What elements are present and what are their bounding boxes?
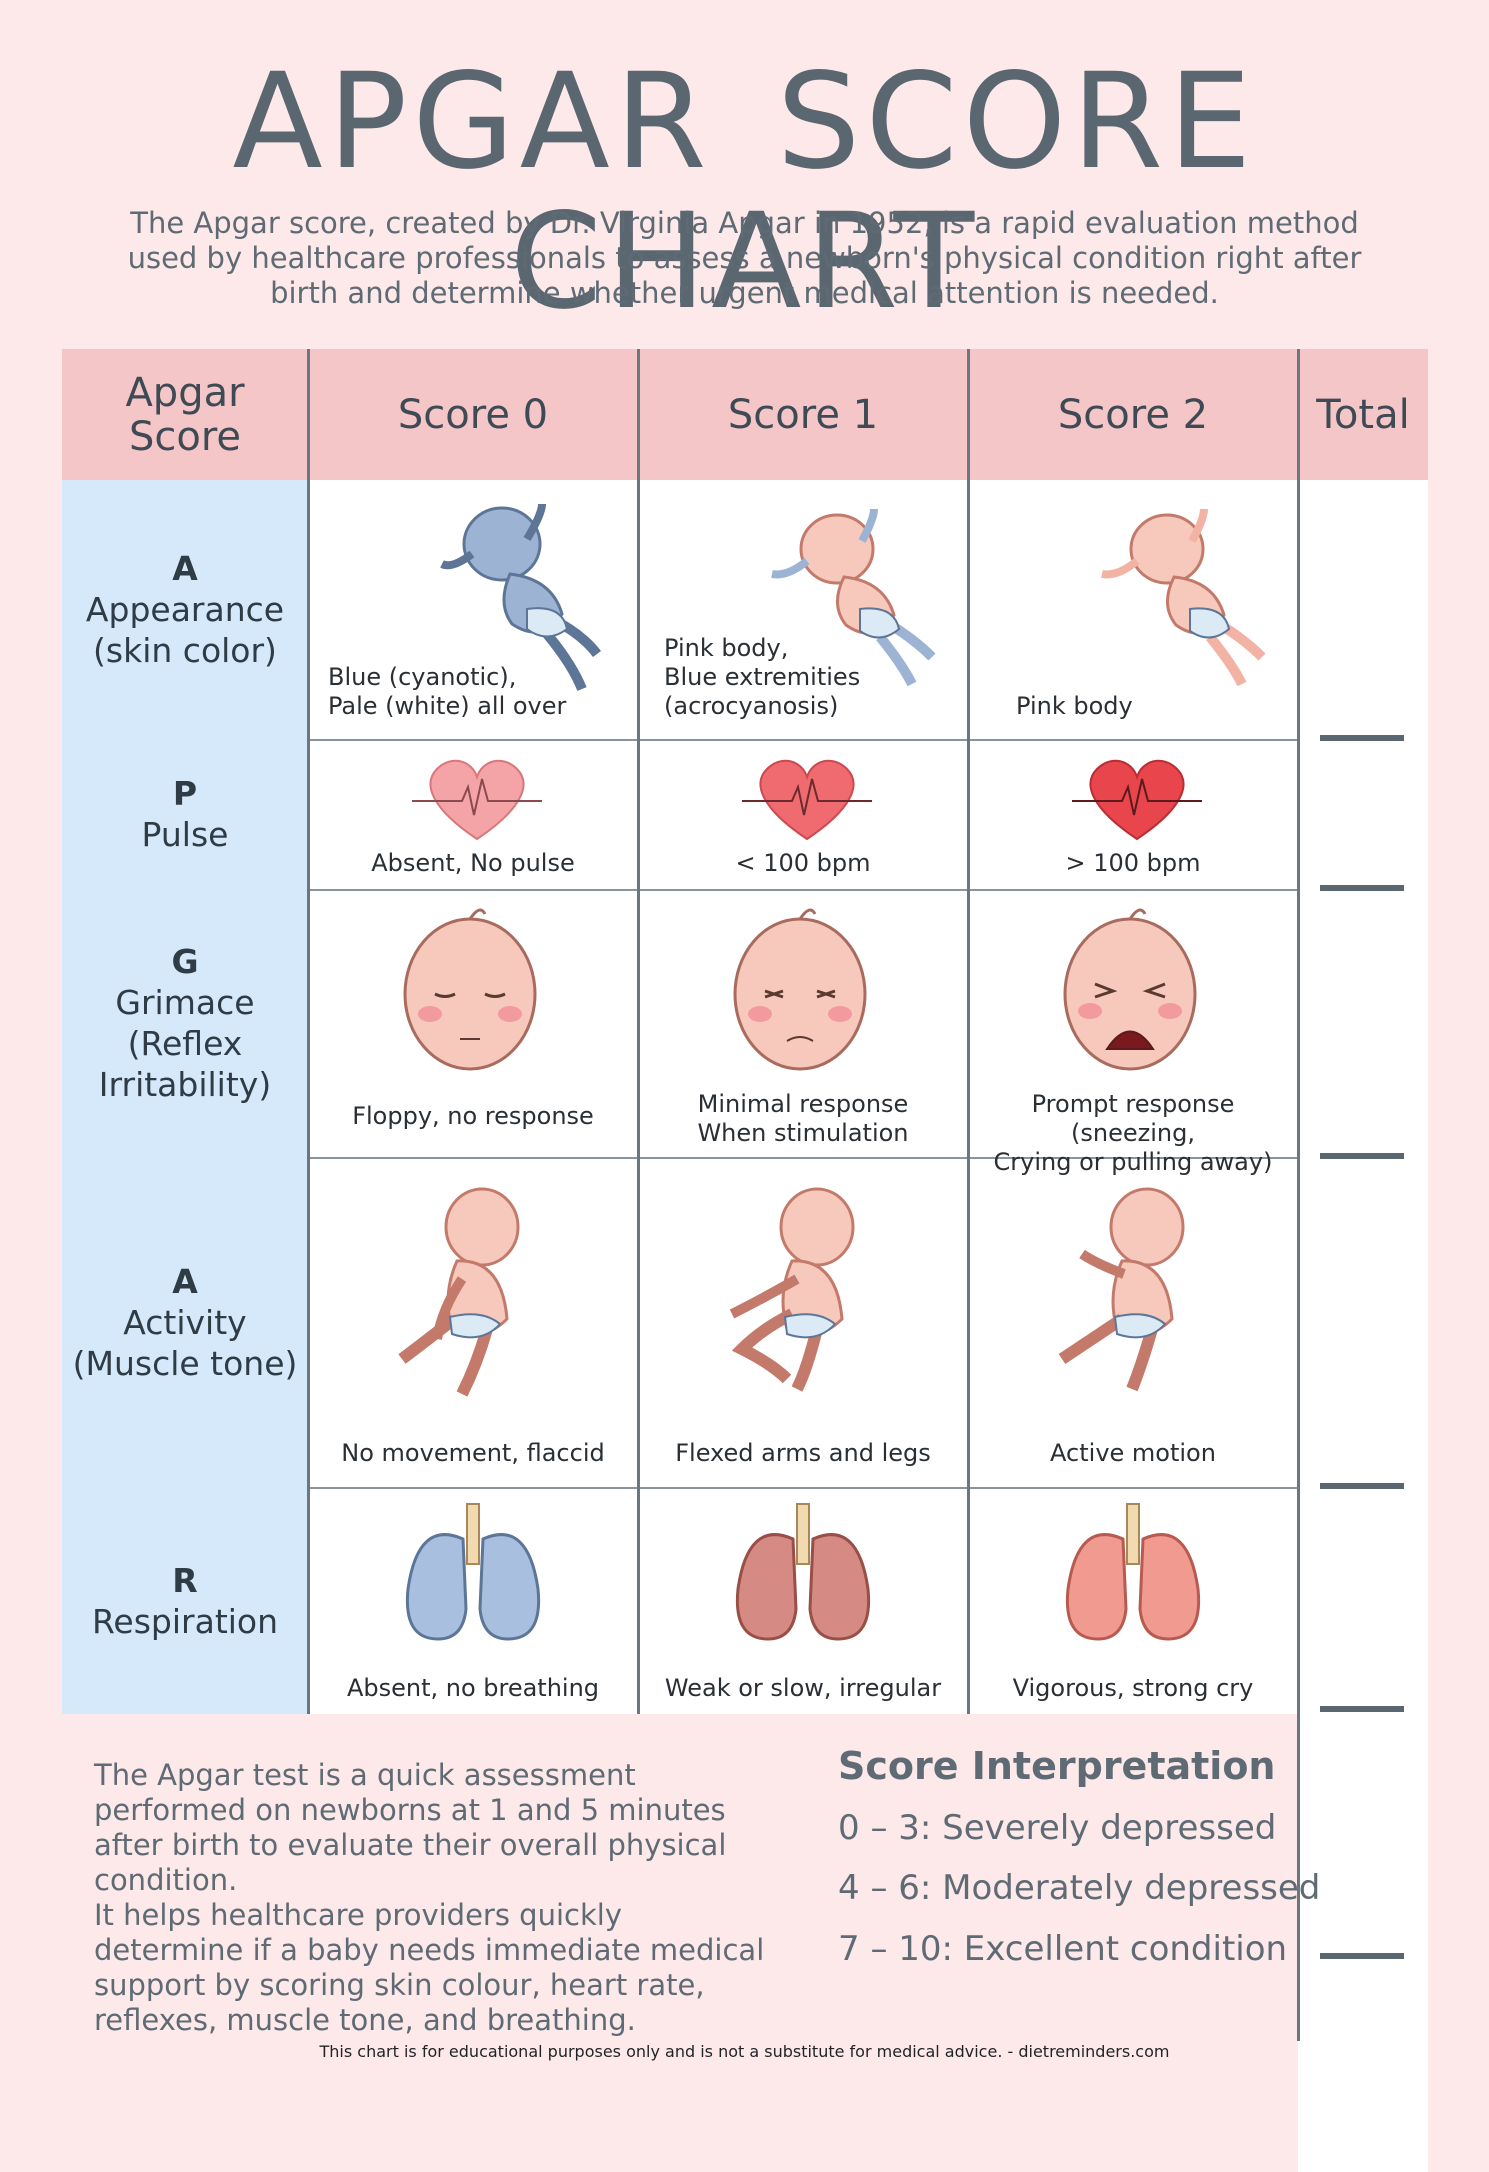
total-blank-pulse[interactable]	[1320, 885, 1404, 891]
row-label: Activity (Muscle tone)	[72, 1302, 298, 1383]
baby-acrocyanosis-icon	[771, 508, 936, 687]
row-divider	[308, 739, 1298, 741]
baby-pink-icon	[1101, 508, 1266, 687]
total-column	[1298, 480, 1428, 2172]
interpretation-item: 7 – 10: Excellent condition	[838, 1929, 1288, 1969]
total-blank-respiration[interactable]	[1320, 1706, 1404, 1712]
desc-activity-1: Flexed arms and legs	[675, 1439, 931, 1467]
column-divider	[307, 349, 310, 1714]
baby-blue-icon	[440, 503, 601, 691]
lungs-icon	[1065, 1503, 1201, 1641]
row-label: Grimace (Reflex Irritability)	[98, 983, 272, 1104]
row-letter: A	[172, 549, 198, 588]
lungs-icon	[405, 1503, 541, 1641]
desc-respiration-0: Absent, no breathing	[346, 1674, 600, 1702]
column-divider	[967, 349, 970, 1714]
row-divider	[308, 889, 1298, 891]
desc-respiration-2: Vigorous, strong cry	[1012, 1674, 1254, 1702]
desc-respiration-1: Weak or slow, irregular	[664, 1674, 942, 1702]
desc-appearance-2: Pink body	[1016, 692, 1133, 720]
total-blank-grimace[interactable]	[1320, 1153, 1404, 1159]
desc-activity-0: No movement, flaccid	[341, 1439, 605, 1467]
interpretation-item: 4 – 6: Moderately depressed	[838, 1868, 1321, 1908]
heart-icon	[742, 759, 872, 841]
row-divider	[308, 1157, 1298, 1159]
heart-icon	[1072, 759, 1202, 841]
lungs-icon	[735, 1503, 871, 1641]
header-score-0: Score 0	[308, 349, 638, 480]
row-letter: R	[172, 1560, 198, 1600]
row-header-grimace: G Grimace (Reflex Irritability)	[62, 889, 308, 1157]
baby-face-icon	[1063, 908, 1197, 1071]
page-title: APGAR SCORE CHART	[232, 45, 1257, 339]
total-blank-appearance[interactable]	[1320, 735, 1404, 741]
header-total: Total	[1298, 349, 1428, 480]
baby-sitting-icon	[729, 1187, 855, 1392]
baby-face-icon	[403, 908, 537, 1071]
baby-face-icon	[733, 908, 867, 1071]
desc-pulse-1: < 100 bpm	[735, 849, 871, 877]
row-label: Pulse	[141, 815, 229, 854]
desc-grimace-1: Minimal response When stimulation	[697, 1090, 909, 1147]
row-header-activity: A Activity (Muscle tone)	[62, 1157, 308, 1487]
desc-pulse-2: > 100 bpm	[1065, 849, 1201, 877]
desc-appearance-1: Pink body, Blue extremities (acrocyanosi…	[664, 634, 861, 720]
desc-grimace-0: Floppy, no response	[352, 1102, 594, 1130]
desc-grimace-2: Prompt response (sneezing, Crying or pul…	[993, 1090, 1273, 1176]
row-divider	[308, 1487, 1298, 1489]
baby-sitting-icon	[1058, 1187, 1185, 1392]
total-blank-activity[interactable]	[1320, 1483, 1404, 1489]
header-apgar-score: Apgar Score	[62, 349, 308, 480]
row-letter: P	[172, 774, 198, 813]
row-label: Appearance (skin color)	[85, 590, 285, 670]
desc-activity-2: Active motion	[1050, 1439, 1216, 1467]
row-header-pulse: P Pulse	[62, 739, 308, 889]
interpretation-item: 0 – 3: Severely depressed	[838, 1808, 1277, 1848]
baby-sitting-icon	[398, 1187, 520, 1397]
intro-text: The Apgar score, created by Dr. Virginia…	[127, 206, 1362, 310]
row-label: Respiration	[91, 1601, 279, 1641]
row-header-appearance: A Appearance (skin color)	[62, 480, 308, 739]
header-score-2: Score 2	[968, 349, 1298, 480]
total-blank-final[interactable]	[1320, 1953, 1404, 1959]
footer-disclaimer: This chart is for educational purposes o…	[319, 2042, 1170, 2061]
apgar-table: Apgar Score Score 0 Score 1 Score 2 Tota…	[62, 349, 1428, 2172]
desc-pulse-0: Absent, No pulse	[371, 849, 575, 877]
bottom-description: The Apgar test is a quick assessment per…	[94, 1758, 765, 2037]
row-header-respiration: R Respiration	[62, 1487, 308, 1714]
interpretation-title: Score Interpretation	[838, 1744, 1276, 1788]
desc-appearance-0: Blue (cyanotic), Pale (white) all over	[328, 663, 567, 720]
row-letter: A	[172, 1261, 198, 1301]
column-divider	[637, 349, 640, 1714]
heart-icon	[412, 759, 542, 841]
header-score-1: Score 1	[638, 349, 968, 480]
row-letter: G	[171, 942, 199, 981]
column-divider	[1297, 349, 1300, 2041]
